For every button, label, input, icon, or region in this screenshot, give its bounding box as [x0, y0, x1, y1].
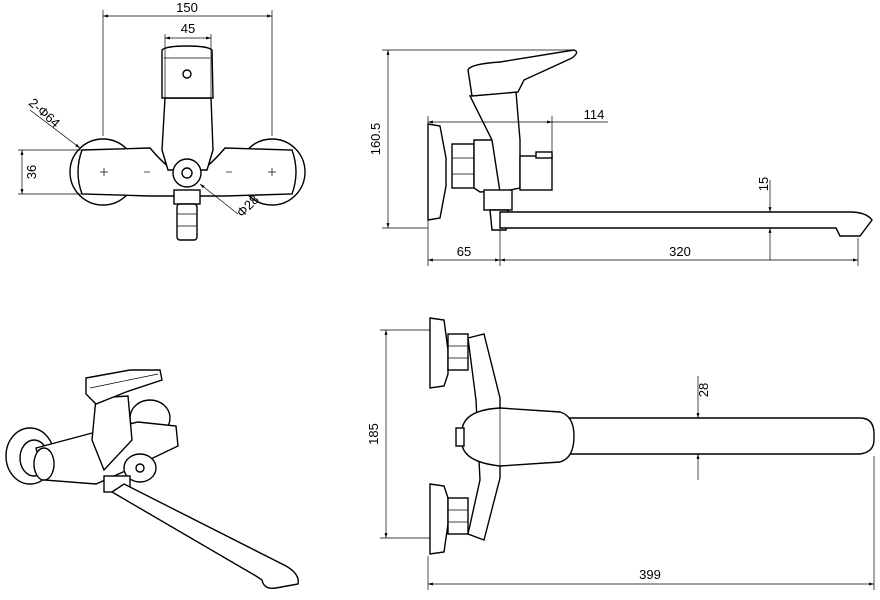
plan-spout: [569, 417, 875, 455]
iso-spout: [110, 483, 299, 590]
dim-114: 114: [584, 107, 605, 122]
plan-upper-flange: [429, 317, 449, 389]
plan-view: 185 28 399: [366, 317, 875, 590]
side-outlet: [483, 189, 513, 211]
dim-160-5: 160.5: [368, 123, 383, 156]
dim-65: 65: [457, 244, 471, 259]
plan-lower-flange: [429, 483, 449, 555]
dim-399: 399: [639, 567, 661, 582]
plan-lower-nut: [447, 497, 469, 535]
side-handle: [467, 49, 578, 97]
dim-320: 320: [669, 244, 691, 259]
dim-45: 45: [181, 21, 195, 36]
iso-vertical-body: [91, 395, 133, 472]
side-hex-nut: [451, 143, 475, 189]
dim-185: 185: [366, 423, 381, 445]
plan-handle: [461, 407, 575, 467]
iso-handle: [85, 369, 163, 405]
dim-2-phi64: 2-Φ64: [26, 95, 63, 131]
side-wall-flange: [427, 123, 447, 221]
dim-150: 150: [176, 0, 198, 15]
isometric-view: [5, 369, 299, 590]
dim-15: 15: [756, 177, 771, 191]
side-spout: [499, 211, 873, 237]
front-handle: [161, 45, 214, 99]
handle-screw: [182, 69, 192, 79]
dim-36: 36: [24, 165, 39, 179]
outlet-aerator: [176, 203, 198, 241]
dim-28: 28: [696, 383, 711, 397]
side-diverter: [519, 155, 553, 191]
diverter-knob: [172, 158, 202, 188]
plan-upper-nut: [447, 333, 469, 371]
front-view: 150 45 2-Φ64 36 Φ28: [18, 0, 306, 241]
iso-diverter: [123, 453, 157, 483]
side-view: 160.5 114 15 65 320: [368, 49, 873, 266]
outlet-nut: [173, 189, 201, 205]
